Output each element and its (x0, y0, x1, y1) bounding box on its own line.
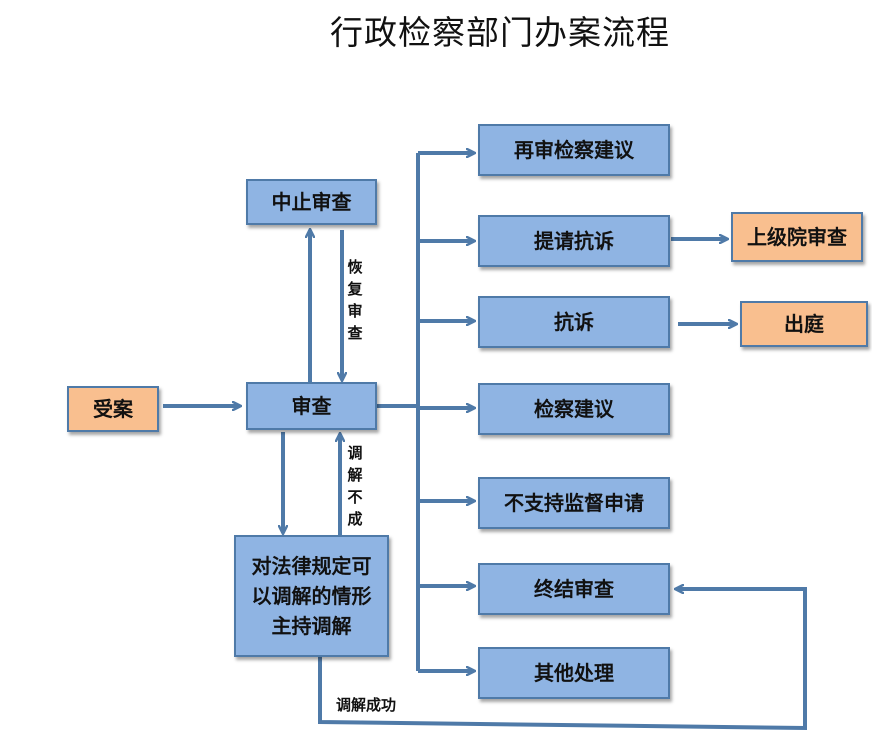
node-court: 出庭 (740, 301, 868, 347)
node-higher-review: 上级院审查 (731, 212, 863, 262)
node-other: 其他处理 (478, 647, 670, 699)
node-protest: 抗诉 (478, 296, 670, 348)
node-accept: 受案 (67, 386, 159, 432)
label-mediation-failed: 调 解 不 成 (347, 444, 363, 528)
node-review: 审查 (246, 382, 377, 430)
node-request-protest: 提请抗诉 (478, 215, 670, 267)
node-procuratorial-suggestion: 检察建议 (478, 383, 670, 435)
label-resume-review: 恢 复 审 查 (347, 258, 363, 342)
node-mediation: 对法律规定可以调解的情形主持调解 (234, 535, 389, 657)
node-retrial-suggestion: 再审检察建议 (478, 124, 670, 176)
node-terminate: 终结审查 (478, 563, 670, 615)
arrow-mediation-success-to-terminate (318, 589, 807, 731)
node-suspend: 中止审查 (246, 179, 377, 225)
diagram-title: 行政检察部门办案流程 (330, 13, 670, 52)
label-mediation-success: 调解成功 (336, 696, 397, 714)
node-not-support: 不支持监督申请 (478, 477, 670, 529)
